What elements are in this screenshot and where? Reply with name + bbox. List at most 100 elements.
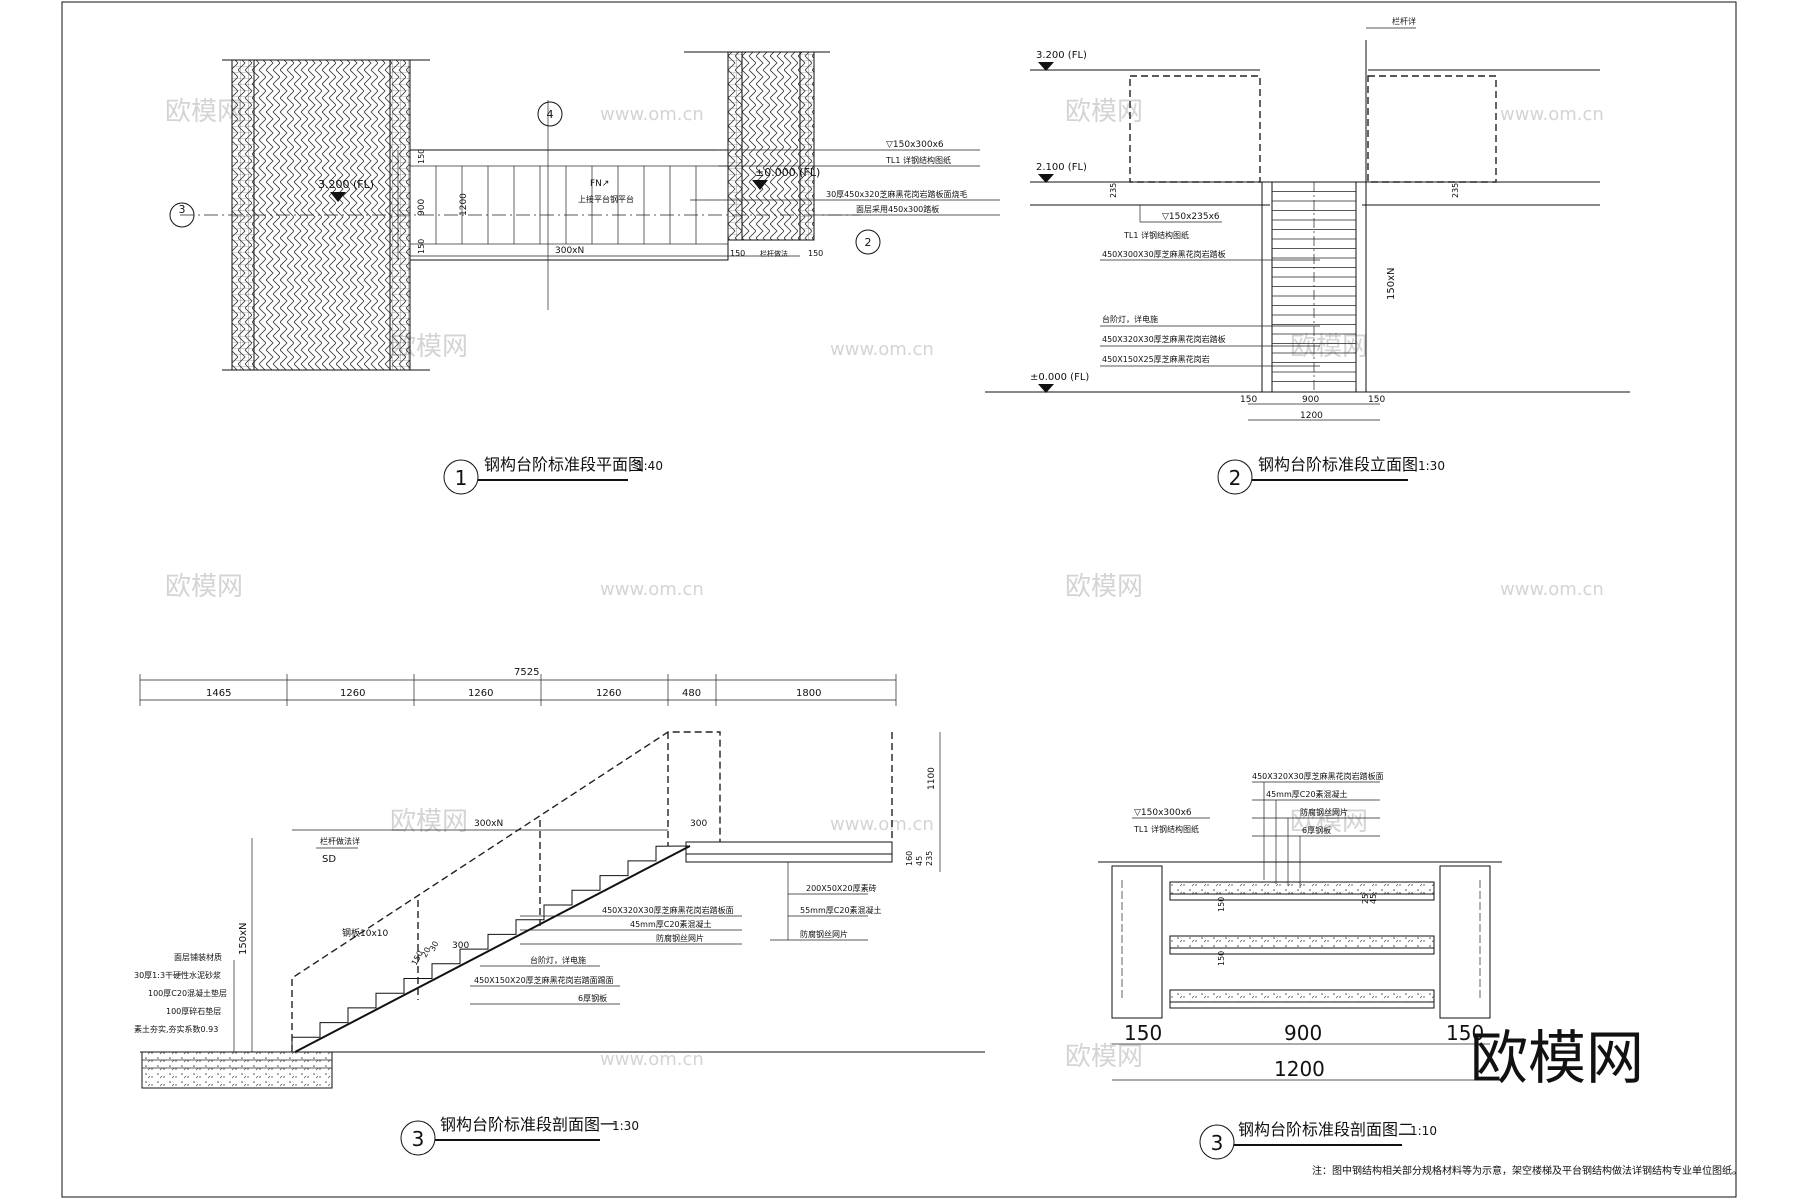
sec1-layer: 100厚C20混凝土垫层 [148,988,227,998]
elev-level-base: ±0.000 (FL) [1030,372,1089,383]
sec1-label: 6厚钢板 [578,993,607,1003]
sec1-labels-right: 450X320X30厚芝麻黑花岗岩踏板面 45mm厚C20素混凝土 防腐钢丝网片… [470,905,742,1005]
elev-rail-label: 栏杆详 [1392,16,1416,26]
level-marker-icon [752,180,768,190]
plan-dim-150: 150 [730,249,745,258]
sec1-dim-height: 150xN [238,923,249,956]
sec2-label: 防腐钢丝网片 [1300,807,1348,817]
tread-plate [1169,893,1435,901]
level-marker-icon [330,192,346,202]
right-paving-border [727,51,743,241]
ground-layers [141,1051,333,1089]
sec2-dim-900: 900 [1284,1021,1322,1045]
sec2-vdim: 25 [1361,894,1370,904]
sec1-rail-code: SD [322,854,336,865]
tread-plate [1169,947,1435,955]
sec1-step-dim: 300 [452,941,469,951]
section-marker-top: 4 [547,108,554,121]
elev-label: 450X300X30厚芝麻黑花岗岩踏板 [1102,249,1226,259]
side-stringer [1111,865,1163,1019]
sec1-dim-300: 300 [690,819,707,829]
sec2-label: 6厚钢板 [1302,825,1331,835]
landing-slab [685,841,893,855]
plan-view: FN↗ 上接平台钢平台 3.200 (FL) ±0.000 (FL) 4 3 2… [169,51,1000,495]
sec1-layer: 100厚碎石垫层 [166,1006,221,1016]
stair-outline [409,149,729,261]
sec1-dim-small: 160 [905,851,914,866]
tread-slab [1169,989,1435,1003]
sec1-label: 台阶灯，详电施 [530,955,586,965]
sec1-layer: 素土夯实,夯实系数0.93 [134,1024,218,1034]
sec1-title: 钢构台阶标准段剖面图一 [440,1115,616,1134]
sec2-dim-150: 150 [1124,1021,1162,1045]
sec1-dim-run: 300xN [474,819,503,829]
right-paving-border [799,51,815,241]
sec1-title-num: 3 [412,1127,425,1151]
section-marker-icon [855,229,881,255]
title-circle [443,459,479,495]
elev-label: 台阶灯，详电施 [1102,314,1158,324]
watermark-url: www.om.cn [830,339,934,360]
level-marker-icon [1038,384,1054,393]
brand-watermark: 欧模网 [1470,1024,1644,1092]
tread-slab [1169,935,1435,949]
elev-scale: 1:30 [1418,459,1445,473]
sec1-dim-small: 235 [925,851,934,866]
level-marker-icon [1038,62,1054,71]
sec1-label: 55mm厚C20素混凝土 [800,905,882,915]
plan-dim-150: 150 [417,239,426,254]
elev-dim-900: 900 [1302,395,1319,405]
watermark-logo: 欧模网 [1065,572,1143,602]
title-circle [1199,1124,1235,1160]
sec1-stringer: 钢板10x10 [342,927,389,939]
sec2-vdim: 45 [1369,894,1378,904]
watermark-logo: 欧模网 [165,97,243,127]
sec1-labels-top: 200X50X20厚素砖 55mm厚C20素混凝土 防腐钢丝网片 [770,862,882,941]
sec1-dim: 1260 [340,688,365,699]
watermark-logo: 欧模网 [1065,97,1143,127]
watermark-url: www.om.cn [600,104,704,125]
plan-dim-150: 150 [417,149,426,164]
title-circle [400,1120,436,1156]
sec1-scale: 1:30 [612,1119,639,1133]
plan-level-right: ±0.000 (FL) [755,166,820,179]
watermark-logo: 欧模网 [1290,332,1368,362]
plan-callout: 面层采用450x300踏板 [856,204,939,214]
sec1-label: 450X320X30厚芝麻黑花岗岩踏板面 [602,905,734,915]
elev-dim-150: 150 [1368,395,1385,405]
elev-label: 450X320X30厚芝麻黑花岗岩踏板 [1102,334,1226,344]
elev-title-num: 2 [1229,466,1242,490]
sec1-step-dim: 20 [420,946,433,959]
tread-plate [1169,1001,1435,1009]
watermark-url: www.om.cn [830,814,934,835]
elev-label: TL1 详钢结构图纸 [1123,230,1189,240]
sec2-vdim: 150 [1217,897,1226,912]
sec1-layer: 面层铺装材质 [174,952,222,962]
elev-title: 钢构台阶标准段立面图 [1258,455,1418,474]
watermark-logo: 欧模网 [390,807,468,837]
plan-dim-150: 150 [808,249,823,258]
sec2-vdim: 150 [1217,951,1226,966]
sec1-dim: 1260 [596,688,621,699]
sec2-dim-1200: 1200 [1274,1057,1325,1081]
plan-dim-1200: 1200 [459,193,469,216]
sec1-label: 防腐钢丝网片 [800,929,848,939]
elev-label: ▽150x235x6 [1162,212,1220,222]
section1-view: 7525 1465 1260 1260 1260 480 1800 1100 1… [134,667,985,1156]
sec1-rail-label: 栏杆做法详 [320,836,360,846]
sec1-step-dim: 30 [428,940,441,953]
dim-ticks [139,674,897,706]
railing-dashed [1129,75,1261,183]
sec1-label: 45mm厚C20素混凝土 [630,919,712,929]
sec1-dim: 1260 [468,688,493,699]
tread-slab [1169,881,1435,895]
sec1-dim: 1465 [206,688,231,699]
watermark-logo: 欧模网 [165,572,243,602]
sec2-label: 45mm厚C20素混凝土 [1266,789,1348,799]
stair-stringer [294,845,691,1053]
watermark-url: www.om.cn [600,579,704,600]
elev-level-mid: 2.100 (FL) [1036,162,1087,173]
side-stringer [1439,865,1491,1019]
